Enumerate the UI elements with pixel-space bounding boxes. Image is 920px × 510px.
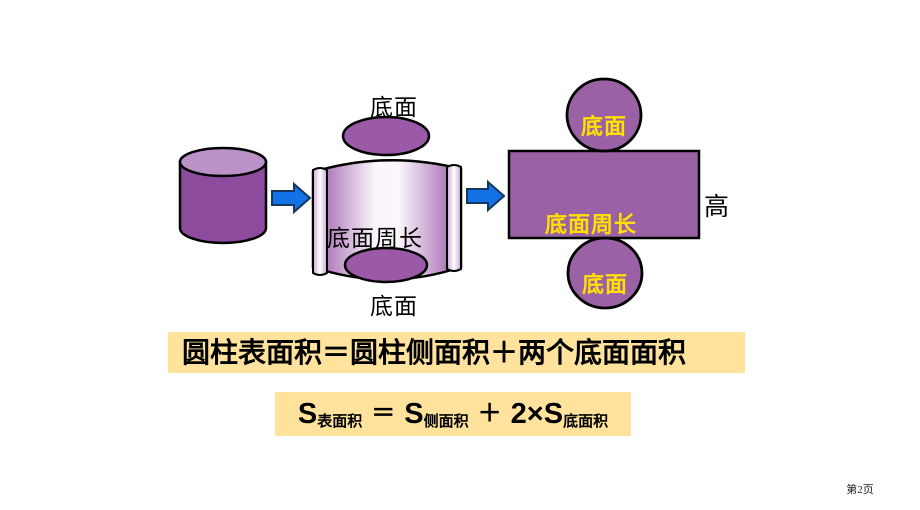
formula-term-base: 2×S [510,397,564,430]
formula-plus-sign: ＋ [477,400,502,427]
left-curl-edge [312,167,328,276]
formula-sub-base: 底面积 [563,412,609,430]
page-number: 第2页 [846,484,874,496]
rolled-top-base-ellipse [341,115,431,157]
formula-term-lateral: S [404,397,424,430]
rolled-bottom-base-label: 底面 [370,293,418,319]
formula-sub-surface: 表面积 [317,412,363,430]
rolled-bottom-base-ellipse [343,246,429,284]
formula-term-surface: S [297,397,318,430]
net-circumference-label: 底面周长 [544,212,637,237]
formula-sub-lateral: 侧面积 [423,412,469,430]
net-height-label: 高 [703,193,730,221]
net-top-base-label: 底面 [580,114,627,139]
surface-area-summary-box: 圆柱表面积＝圆柱侧面积＋两个底面面积 [168,332,745,373]
arrow-right-icon [466,179,506,213]
net-bottom-base-circle [566,236,644,310]
net-top-base-circle [565,77,643,153]
arrow-right-icon [271,181,312,215]
net-bottom-base-label: 底面 [581,272,628,297]
cylinder-top-face [178,146,268,178]
rolled-circumference-label: 底面周长 [327,225,423,251]
right-curl-edge [446,164,462,272]
formula-equals-sign: ＝ [371,400,396,427]
rolled-top-base-label: 底面 [370,94,418,120]
cylinder-body [178,160,268,245]
